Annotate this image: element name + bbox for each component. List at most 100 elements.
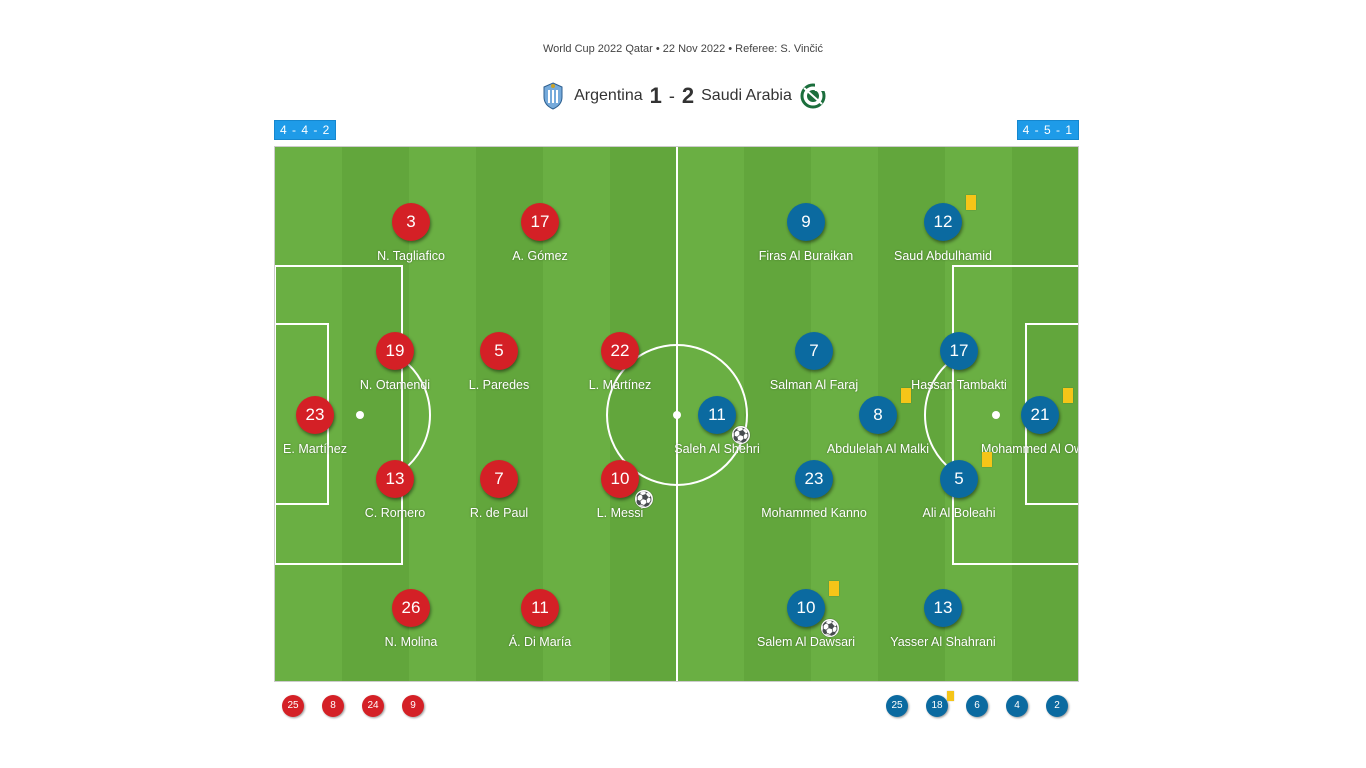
player-number-text: 12: [933, 212, 953, 231]
player-number-text: 5: [954, 469, 964, 488]
home-formation-badge: 4 - 4 - 2: [274, 120, 337, 140]
match-info: World Cup 2022 Qatar • 22 Nov 2022 • Ref…: [542, 43, 823, 55]
afa-crest-icon: [543, 82, 563, 110]
player-name: Mohammed Al Owais: [980, 442, 1078, 456]
substitute-away[interactable]: 2: [1046, 695, 1068, 717]
player-number: 7: [795, 332, 833, 370]
player-name: N. Otamendi: [359, 378, 431, 392]
player-home[interactable]: 11 Á. Di María: [460, 589, 620, 649]
player-name: Salem Al Dawsari: [757, 635, 855, 649]
player-name: L. Messi: [596, 506, 644, 520]
yellow-card-icon: [982, 452, 992, 467]
player-away[interactable]: 23 Mohammed Kanno: [734, 460, 894, 520]
player-number: 22: [601, 332, 639, 370]
player-home[interactable]: 19 N. Otamendi: [315, 332, 475, 392]
substitute-number: 18: [931, 700, 943, 711]
home-score: 1: [649, 83, 662, 108]
player-number: 26: [392, 589, 430, 627]
player-home[interactable]: 23 E. Martínez: [275, 396, 395, 456]
pitch-stripe: [610, 147, 677, 681]
player-home[interactable]: 17 A. Gómez: [460, 203, 620, 263]
player-home[interactable]: 3 N. Tagliafico: [331, 203, 491, 263]
player-name: R. de Paul: [469, 506, 529, 520]
substitute-home[interactable]: 24: [362, 695, 384, 717]
player-name: Abdulelah Al Malki: [826, 442, 930, 456]
player-number-text: 8: [873, 405, 883, 424]
substitute-away[interactable]: 6: [966, 695, 988, 717]
yellow-card-icon: [947, 691, 954, 701]
player-number: 12: [924, 195, 976, 241]
player-number: 10 ⚽: [601, 460, 653, 508]
saudi-crest-icon: [800, 82, 826, 109]
player-name: L. Paredes: [468, 378, 530, 392]
player-number: 19: [376, 332, 414, 370]
player-home[interactable]: 5 L. Paredes: [419, 332, 579, 392]
yellow-card-icon: [901, 388, 911, 403]
player-name: Firas Al Buraikan: [758, 249, 854, 263]
penalty-goal-icon: ⚽: [635, 490, 653, 508]
player-number: 23: [296, 396, 334, 434]
player-name: Saleh Al Shehri: [674, 442, 760, 456]
yellow-card-icon: [829, 581, 839, 596]
player-away[interactable]: 5 Ali Al Boleahi: [879, 452, 1039, 520]
substitute-home[interactable]: 25: [282, 695, 304, 717]
player-name: Á. Di María: [508, 635, 572, 649]
substitute-away[interactable]: 25: [886, 695, 908, 717]
player-number-text: 21: [1030, 405, 1050, 424]
player-number: 23: [795, 460, 833, 498]
away-substitutes: 25 18 6 4 2: [886, 691, 1086, 717]
player-name: N. Molina: [384, 635, 438, 649]
player-number: 7: [480, 460, 518, 498]
home-substitutes: 25 8 24 9: [282, 695, 442, 717]
player-number: 17: [940, 332, 978, 370]
player-name: A. Gómez: [512, 249, 568, 263]
player-number: 13: [376, 460, 414, 498]
player-name: Hassan Tambakti: [911, 378, 1007, 392]
player-name: L. Martínez: [588, 378, 652, 392]
player-name: Yasser Al Shahrani: [890, 635, 996, 649]
yellow-card-icon: [1063, 388, 1073, 403]
player-away[interactable]: 8 Abdulelah Al Malki: [798, 388, 958, 456]
player-number: 5: [480, 332, 518, 370]
player-home[interactable]: 13 C. Romero: [315, 460, 475, 520]
player-away[interactable]: 13 Yasser Al Shahrani: [863, 589, 1023, 649]
player-home[interactable]: 7 R. de Paul: [419, 460, 579, 520]
player-name: E. Martínez: [283, 442, 347, 456]
pitch: 3 N. Tagliafico 17 A. Gómez 19 N. Otamen…: [274, 146, 1079, 682]
player-away[interactable]: 9 Firas Al Buraikan: [726, 203, 886, 263]
yellow-card-icon: [966, 195, 976, 210]
substitute-away[interactable]: 18: [926, 691, 954, 717]
player-away[interactable]: 21 Mohammed Al Owais: [960, 388, 1078, 456]
player-name: C. Romero: [364, 506, 426, 520]
player-name: Salman Al Faraj: [769, 378, 859, 392]
player-name: N. Tagliafico: [377, 249, 445, 263]
player-number: 17: [521, 203, 559, 241]
player-number: 8: [859, 388, 911, 434]
score-separator: -: [668, 85, 675, 106]
player-number: 13: [924, 589, 962, 627]
player-number: 10 ⚽: [787, 581, 839, 637]
substitute-home[interactable]: 9: [402, 695, 424, 717]
away-team-name: Saudi Arabia: [701, 87, 792, 104]
player-number: 3: [392, 203, 430, 241]
player-number-text: 10: [796, 598, 816, 617]
player-away[interactable]: 7 Salman Al Faraj: [734, 332, 894, 392]
player-number-text: 10: [610, 469, 630, 488]
player-number: 11 ⚽: [698, 396, 750, 444]
goal-icon: ⚽: [821, 619, 839, 637]
player-home[interactable]: 10 ⚽ L. Messi: [540, 460, 700, 520]
substitute-away[interactable]: 4: [1006, 695, 1028, 717]
player-number: 21: [1021, 388, 1073, 434]
player-name: Saud Abdulhamid: [894, 249, 992, 263]
player-home[interactable]: 26 N. Molina: [331, 589, 491, 649]
player-home[interactable]: 22 L. Martínez: [540, 332, 700, 392]
player-number: 5: [940, 452, 992, 498]
substitute-home[interactable]: 8: [322, 695, 344, 717]
away-formation-badge: 4 - 5 - 1: [1016, 120, 1079, 140]
player-away[interactable]: 10 ⚽ Salem Al Dawsari: [726, 581, 886, 649]
player-away[interactable]: 12 Saud Abdulhamid: [863, 195, 1023, 263]
away-score: 2: [681, 83, 695, 108]
goal-icon: ⚽: [732, 426, 750, 444]
player-away[interactable]: 11 ⚽ Saleh Al Shehri: [637, 396, 797, 456]
player-away[interactable]: 17 Hassan Tambakti: [879, 332, 1039, 392]
